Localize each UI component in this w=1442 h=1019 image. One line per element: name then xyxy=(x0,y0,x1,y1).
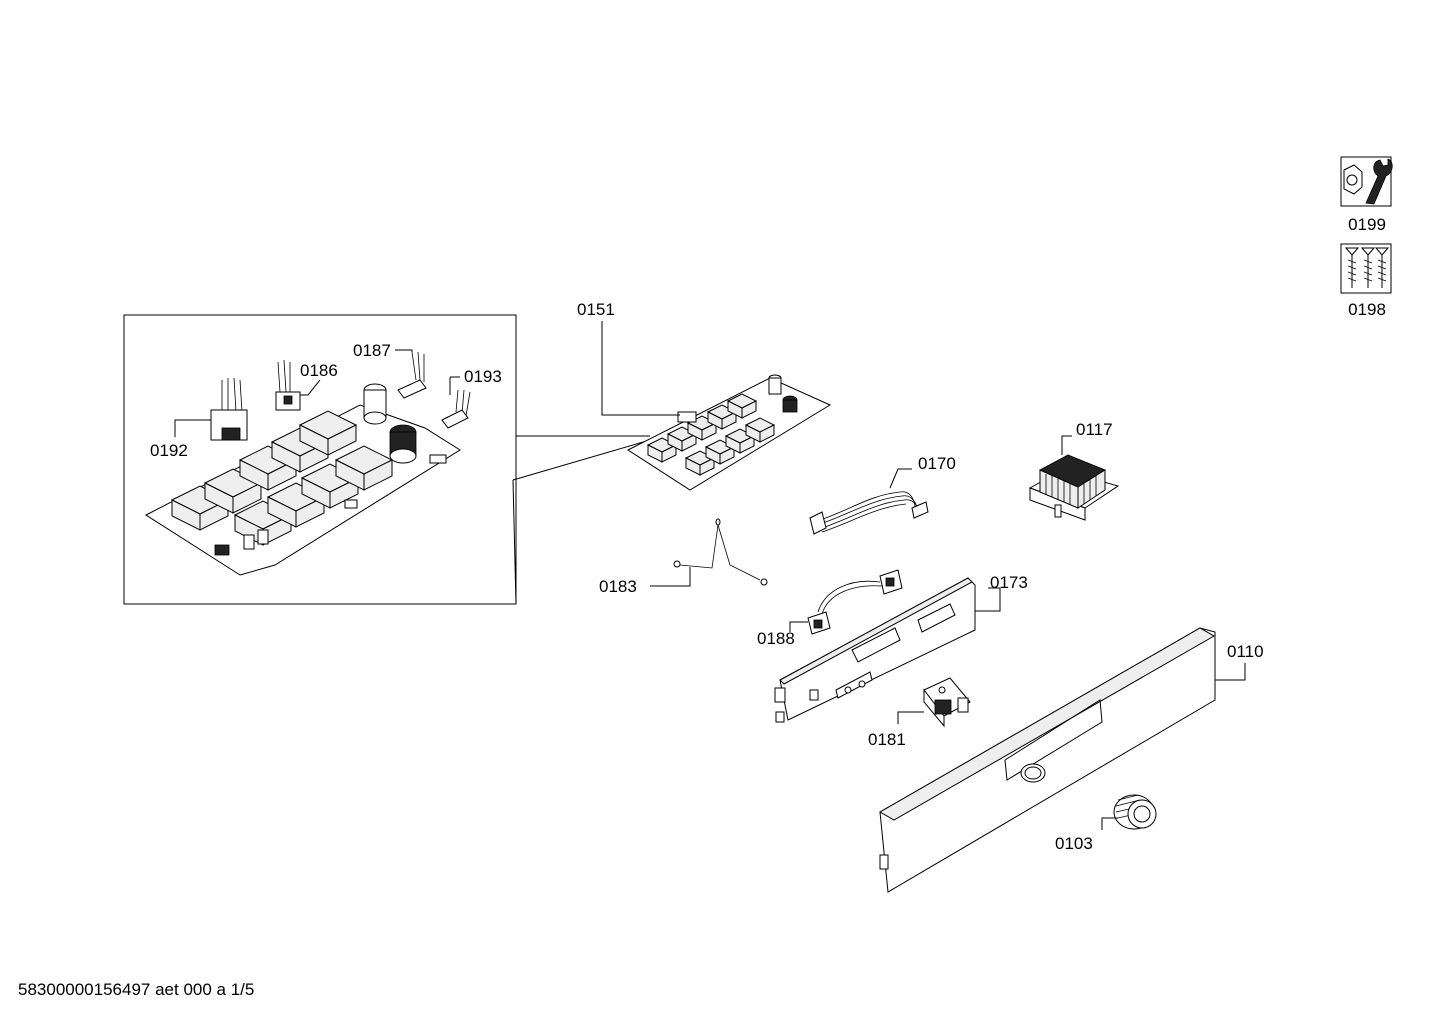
cable-harness[interactable] xyxy=(809,491,929,535)
connector-0186[interactable] xyxy=(275,359,301,411)
part-label-0183: 0183 xyxy=(599,577,637,596)
pcb-enlarged[interactable] xyxy=(144,383,461,576)
part-label-0151: 0151 xyxy=(577,300,615,319)
part-label-0103: 0103 xyxy=(1055,834,1093,853)
part-label-0188: 0188 xyxy=(757,629,795,648)
part-label-0173: 0173 xyxy=(990,573,1028,592)
detail-box xyxy=(123,314,651,605)
part-label-0199: 0199 xyxy=(1348,215,1386,234)
switch-module[interactable] xyxy=(923,677,971,728)
connector-0193[interactable] xyxy=(441,389,471,429)
control-panel-fascia[interactable] xyxy=(878,627,1216,893)
heat-sink[interactable] xyxy=(1028,454,1120,521)
part-label-0186: 0186 xyxy=(300,361,338,380)
part-label-0117: 0117 xyxy=(1076,420,1113,439)
part-label-0192: 0192 xyxy=(150,441,188,460)
document-reference: 58300000156497 aet 000 a 1/5 xyxy=(18,980,255,999)
control-frame[interactable] xyxy=(774,577,976,723)
wrench-nut-icon[interactable] xyxy=(1340,156,1393,207)
part-label-0110: 0110 xyxy=(1227,642,1264,661)
cable-0188[interactable] xyxy=(807,569,903,635)
screws-icon[interactable] xyxy=(1340,243,1392,294)
sensor-wire[interactable] xyxy=(673,518,768,586)
part-label-0193: 0193 xyxy=(464,367,502,386)
connector-0187[interactable] xyxy=(397,351,427,399)
pcb-main[interactable] xyxy=(626,374,832,491)
part-label-0181: 0181 xyxy=(868,730,906,749)
connector-0192[interactable] xyxy=(210,377,248,441)
part-label-0170: 0170 xyxy=(918,454,956,473)
part-label-0198: 0198 xyxy=(1348,300,1386,319)
part-label-0187: 0187 xyxy=(353,341,391,360)
control-knob[interactable] xyxy=(1113,794,1157,830)
